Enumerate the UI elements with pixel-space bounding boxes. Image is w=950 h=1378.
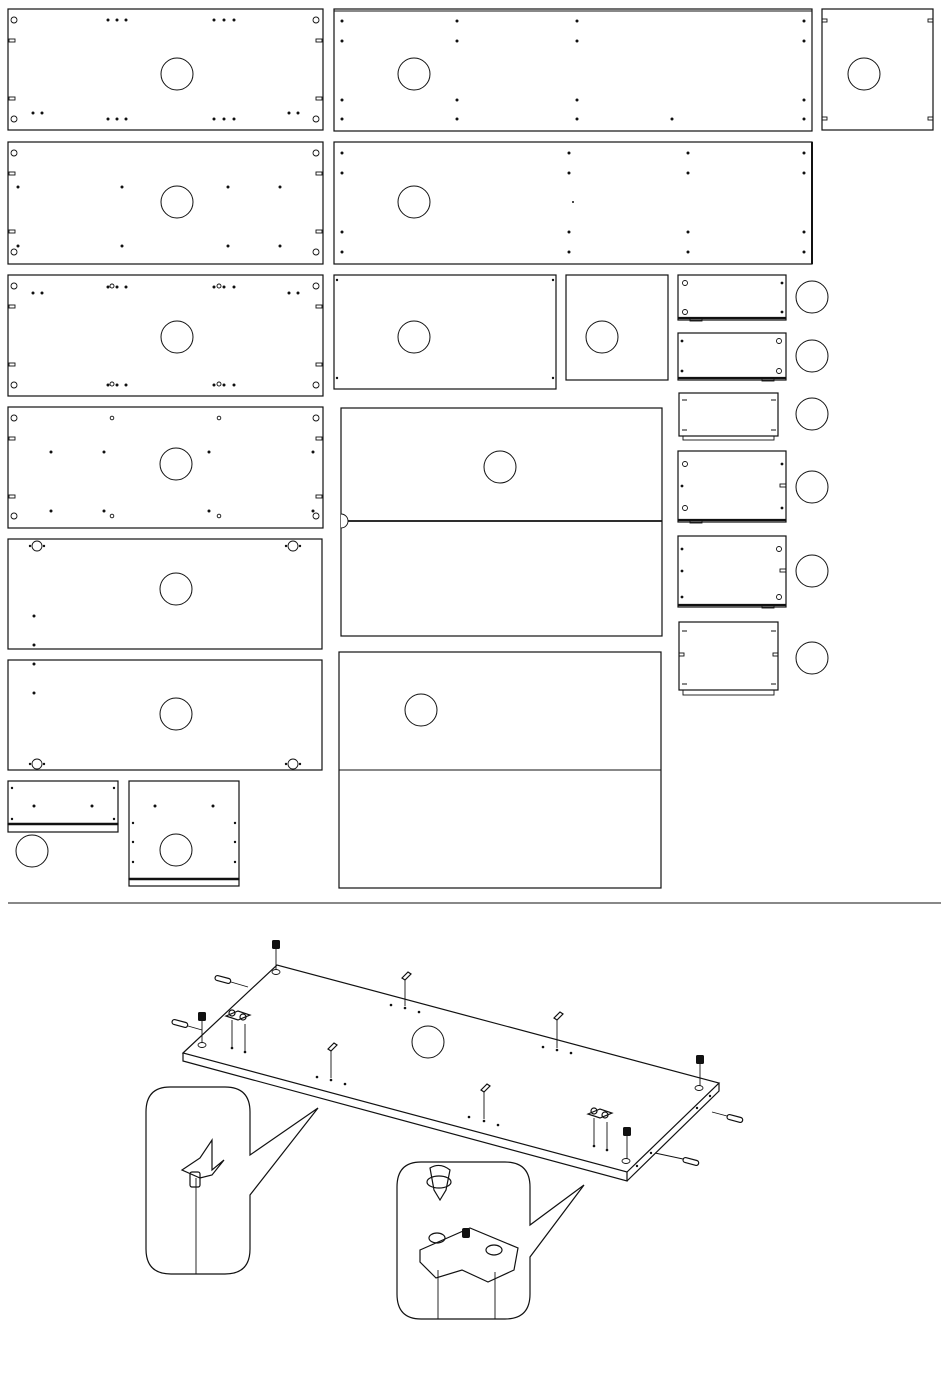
panel-door-1 [341, 408, 662, 636]
part-label-circle [484, 451, 516, 483]
wooden-dowel [171, 1019, 202, 1030]
hinge-plate-detail [397, 1162, 584, 1319]
drawer-part-3 [679, 393, 828, 440]
cam-lock-bolt [696, 1055, 704, 1086]
wooden-dowel [655, 1153, 699, 1166]
panel-wide-2 [334, 142, 812, 264]
drawer-part-4 [678, 451, 828, 523]
part-label-circle [160, 448, 192, 480]
panel-left-4 [8, 407, 323, 528]
panel-small-a [8, 781, 118, 867]
part-label-circle [16, 835, 48, 867]
panel-left-5 [8, 539, 322, 649]
wooden-dowels [171, 975, 743, 1166]
panel-square-small [566, 275, 668, 380]
part-label-circle [796, 398, 828, 430]
part-label-circle [796, 471, 828, 503]
panel-left-1 [8, 9, 323, 130]
wooden-dowel [712, 1112, 743, 1123]
shelf-supports [328, 972, 563, 1119]
wooden-dowel [214, 975, 248, 987]
part-label-circle [848, 58, 880, 90]
part-label-circle [796, 555, 828, 587]
part-label-circle [586, 321, 618, 353]
part-label-circle [161, 58, 193, 90]
panel-wide-1 [334, 9, 812, 131]
shelf-support [328, 1043, 337, 1078]
panel-medium-1 [334, 275, 556, 389]
part-label-circle [405, 694, 437, 726]
panel-left-3 [8, 275, 323, 396]
part-label-circle [160, 698, 192, 730]
shelf-support [481, 1084, 490, 1119]
assembly-panel [183, 965, 719, 1181]
cam-lock-bolt [623, 1127, 631, 1159]
part-label-circle [796, 340, 828, 372]
shelf-support-detail [146, 1087, 318, 1274]
panel-left-2 [8, 142, 323, 264]
part-label-circle [161, 186, 193, 218]
hinge-plate [588, 1108, 612, 1151]
drawer-part-2 [678, 333, 828, 381]
panel-square-right [822, 9, 933, 130]
part-label-circle [398, 58, 430, 90]
part-label-circle [796, 642, 828, 674]
drawer-part-6 [679, 622, 828, 695]
part-label-circle [412, 1026, 444, 1058]
part-label-circle [161, 321, 193, 353]
assembly-step [146, 940, 743, 1319]
panel-small-b [129, 781, 239, 886]
panel-door-2 [339, 652, 661, 888]
drawer-part-5 [678, 536, 828, 608]
part-label-circle [796, 281, 828, 313]
hinge-plate [226, 1010, 250, 1053]
drawer-part-1 [678, 275, 828, 321]
panel-left-6 [8, 660, 322, 770]
part-label-circle [398, 321, 430, 353]
parts-overview [8, 9, 933, 888]
part-label-circle [398, 186, 430, 218]
shelf-support [554, 1012, 563, 1048]
part-label-circle [160, 573, 192, 605]
part-label-circle [160, 834, 192, 866]
